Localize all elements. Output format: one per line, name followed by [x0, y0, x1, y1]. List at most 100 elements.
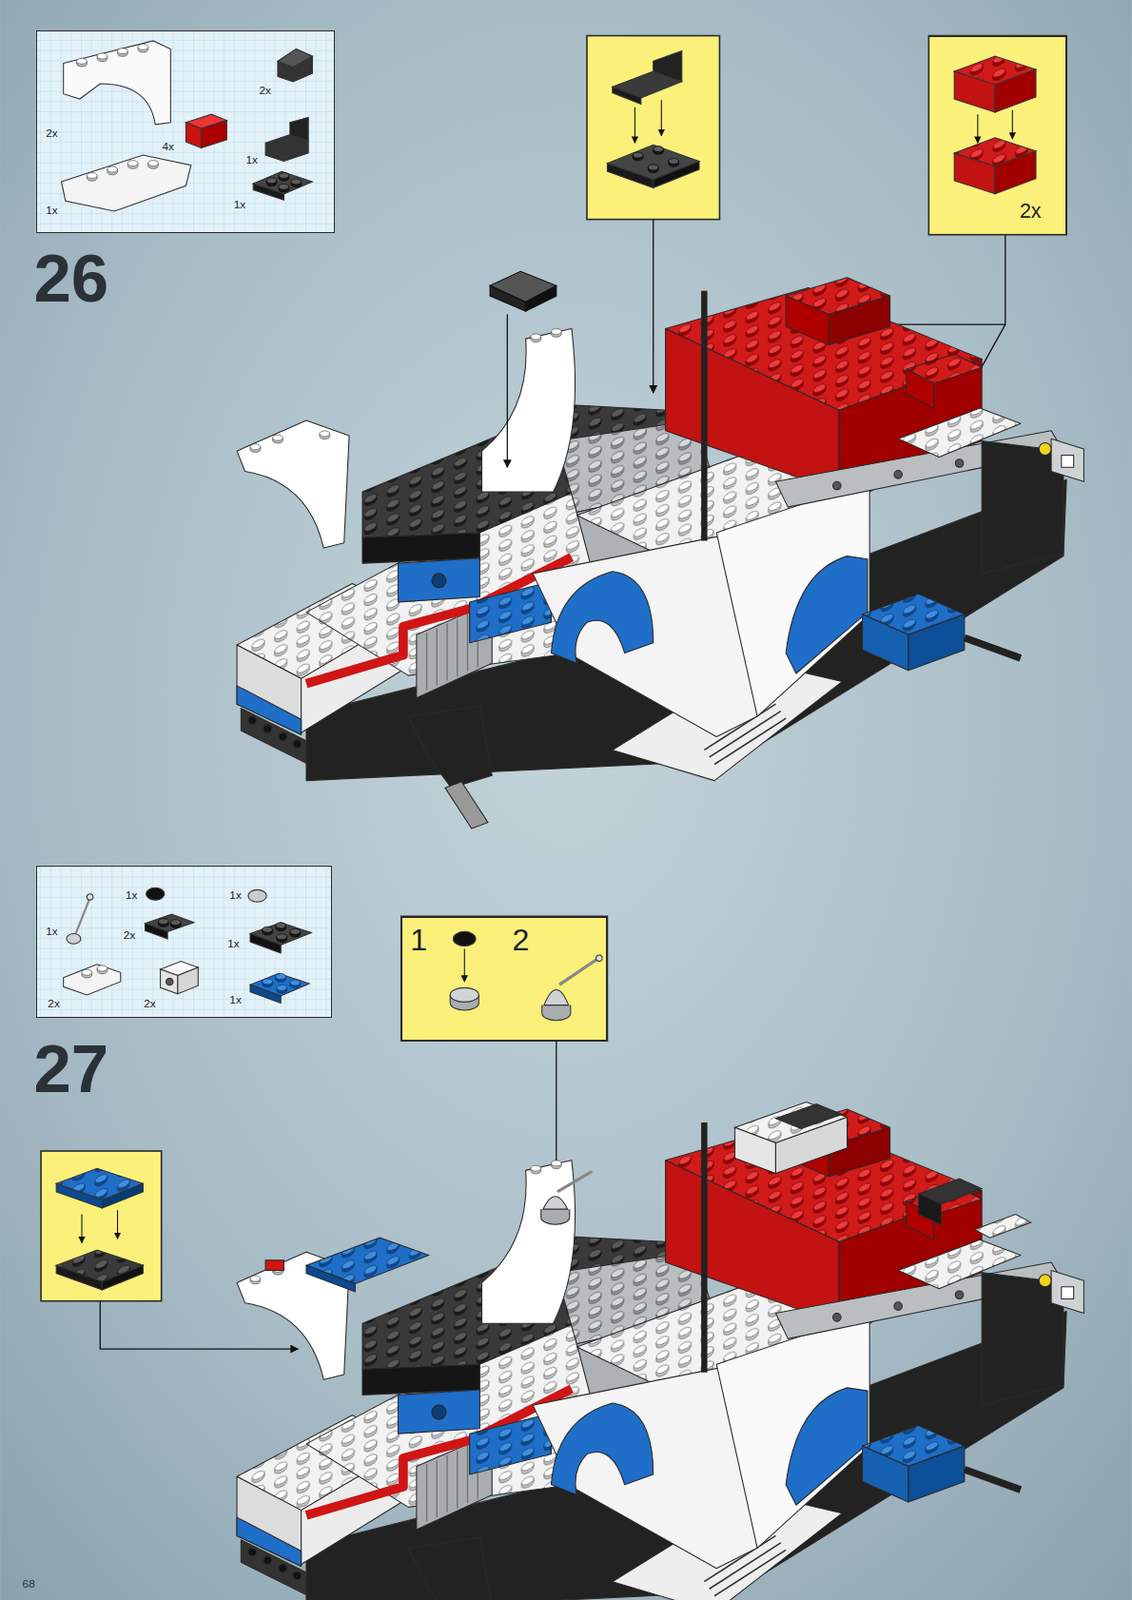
illustration-shape [306, 1265, 355, 1292]
model-step-27 [236, 1109, 1084, 1600]
illustration-shape [995, 69, 1036, 113]
illustration-shape [97, 53, 108, 62]
illustration-shape [250, 934, 281, 954]
illustration-shape [668, 157, 680, 167]
part-count: 2x [1019, 200, 1042, 224]
illustration-shape [36, 30, 335, 233]
illustration-shape [250, 984, 281, 1003]
illustration-shape [543, 1196, 568, 1210]
part-count: 1x [125, 889, 137, 902]
illustration-shape [735, 1127, 777, 1173]
part-count: 1x [229, 994, 241, 1007]
illustration-shape [557, 1171, 592, 1191]
illustration-shape [559, 958, 598, 985]
illustration-shape [80, 1214, 82, 1244]
page-number: 68 [22, 1579, 36, 1591]
part-count: 1x [45, 204, 58, 217]
illustration-shape [596, 955, 603, 961]
illustration-shape [277, 48, 313, 67]
illustration-shape [107, 166, 118, 176]
illustration-shape [97, 965, 108, 975]
step-number: 26 [33, 245, 109, 313]
illustration-shape [275, 922, 287, 932]
illustration-shape [278, 183, 290, 193]
illustration-shape [290, 979, 301, 989]
illustration-shape [464, 949, 466, 982]
illustration-shape [127, 160, 138, 170]
part-count: 4x [162, 140, 175, 154]
illustration-shape [201, 120, 228, 149]
callout-box: 2x [928, 36, 1067, 235]
illustration-shape [928, 36, 1067, 235]
illustration-shape [77, 58, 88, 67]
illustration-shape [449, 987, 479, 1002]
illustration-shape [647, 164, 659, 174]
illustration-shape [653, 51, 683, 82]
illustration-shape [63, 40, 172, 125]
illustration-shape [634, 107, 636, 144]
illustration-shape [278, 173, 290, 182]
illustration-shape [632, 152, 644, 161]
part-count: 2x [123, 929, 136, 942]
illustration-shape [146, 887, 165, 900]
illustration-shape [177, 967, 198, 995]
illustration-shape [661, 99, 663, 137]
illustration-shape [291, 178, 302, 188]
illustration-shape [166, 977, 175, 986]
illustration-shape [160, 969, 178, 995]
illustration-shape [86, 894, 93, 900]
illustration-shape [995, 151, 1036, 195]
illustration-shape [157, 918, 169, 928]
illustration-shape [73, 897, 90, 939]
illustration-shape [86, 173, 98, 182]
illustration-shape [170, 919, 181, 929]
illustration-shape [954, 153, 996, 195]
illustration-shape [148, 160, 159, 170]
illustration-shape [276, 934, 288, 943]
illustration-shape [653, 146, 664, 156]
illustration-shape [81, 969, 93, 978]
parts-list-box: 1x1x1x2x1x2x2x1x [36, 865, 332, 1018]
part-count: 2x [47, 997, 59, 1011]
illustration-shape [262, 978, 274, 988]
illustration-shape [954, 71, 996, 113]
black-slope-26 [489, 271, 557, 468]
illustration-shape [401, 916, 608, 1041]
illustration-shape [117, 48, 129, 58]
illustration-shape [612, 86, 642, 104]
part-count: 1x [45, 925, 58, 938]
illustration-shape [775, 1104, 842, 1130]
illustration-shape [248, 889, 267, 902]
illustration-shape [56, 1183, 102, 1209]
illustration-shape [976, 114, 978, 143]
illustration-shape [117, 1210, 118, 1239]
illustration-shape [262, 926, 274, 936]
illustration-shape [61, 155, 192, 212]
illustration-shape [290, 117, 309, 141]
parts-list-26 [36, 30, 335, 233]
illustration-shape [542, 1005, 571, 1021]
part-count: 1x [234, 198, 246, 212]
illustration-shape [586, 36, 720, 220]
parts-list-27 [36, 865, 332, 1018]
illustration-shape [606, 163, 653, 189]
part-count: 2x [45, 127, 58, 140]
illustration-shape [541, 1209, 570, 1225]
illustration-shape [918, 1193, 942, 1225]
callout-26b [928, 36, 1067, 235]
callout-box: 12 [401, 917, 608, 1042]
illustration-shape [265, 1260, 284, 1271]
illustration-shape [775, 1117, 847, 1174]
part-count: 1x [229, 889, 241, 902]
illustration-shape [137, 43, 149, 53]
step-number: 27 [33, 1035, 109, 1104]
illustration-shape [544, 990, 569, 1006]
step-sub-number: 1 [409, 923, 428, 957]
illustration-shape [277, 48, 313, 81]
illustration-shape [975, 1214, 1032, 1239]
illustration-shape [56, 1265, 102, 1290]
model-step-26 [236, 277, 1084, 829]
illustration-shape [63, 964, 121, 996]
